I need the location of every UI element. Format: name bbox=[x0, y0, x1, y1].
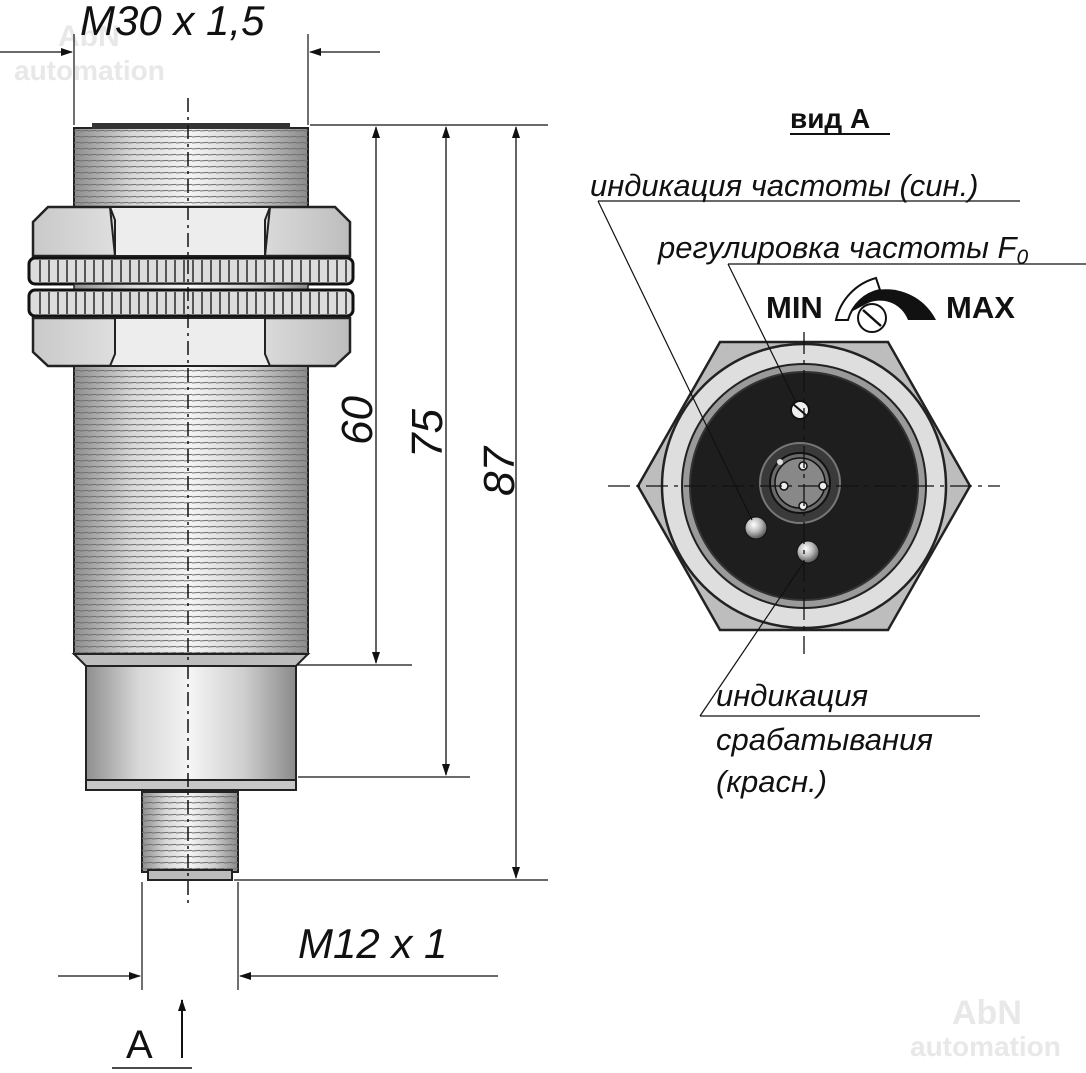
dim-60-text: 60 bbox=[333, 396, 382, 445]
pin bbox=[798, 501, 808, 511]
key-notch bbox=[777, 459, 783, 465]
watermark-bottom: AbN automation bbox=[910, 994, 1061, 1062]
label-freq-indication: индикация частоты (син.) bbox=[590, 168, 979, 203]
watermark-brand-bottom: AbN bbox=[952, 994, 1022, 1032]
dim-m12-text: M12 x 1 bbox=[298, 920, 447, 967]
min-max-symbol: MIN MAX bbox=[766, 276, 1015, 333]
dimension-m12: M12 x 1 bbox=[58, 882, 498, 990]
watermark-brand-top: AbN bbox=[58, 20, 120, 53]
dim-m30-text: M30 x 1,5 bbox=[80, 0, 265, 44]
pin bbox=[818, 481, 828, 491]
blue-led-icon bbox=[744, 516, 768, 540]
svg-text:регулировка частоты F0: регулировка частоты F0 bbox=[657, 230, 1028, 269]
label-freq-adjust-sub: 0 bbox=[1016, 246, 1028, 269]
dim-75-text: 75 bbox=[403, 409, 452, 458]
watermark-top: AbN automation bbox=[14, 20, 165, 86]
view-a-letter: A bbox=[126, 1023, 153, 1067]
dimension-75: 75 bbox=[403, 126, 452, 776]
dimension-extension-lines bbox=[234, 124, 548, 881]
watermark-word-bottom: automation bbox=[910, 1031, 1061, 1062]
min-label: MIN bbox=[766, 290, 823, 325]
label-trigger-line2: срабатывания bbox=[716, 722, 933, 757]
pin bbox=[798, 461, 808, 471]
sensor-side-view bbox=[27, 98, 355, 905]
max-label: MAX bbox=[946, 290, 1015, 325]
dim-87-text: 87 bbox=[475, 446, 524, 496]
callout-freq-adjust: регулировка частоты F0 bbox=[657, 230, 1086, 403]
view-a-title: вид А bbox=[790, 103, 870, 134]
dimension-87: 87 bbox=[475, 126, 524, 879]
label-trigger-line1: индикация bbox=[716, 678, 868, 713]
dimension-m30: M30 x 1,5 bbox=[0, 0, 380, 125]
red-led-icon bbox=[796, 540, 820, 564]
upper-nut bbox=[31, 205, 352, 258]
knurled-washers bbox=[27, 256, 355, 318]
view-a-marker: A bbox=[112, 999, 192, 1069]
label-freq-adjust: регулировка частоты F bbox=[657, 230, 1019, 265]
callout-trigger-indication: индикация срабатывания (красн.) bbox=[699, 561, 980, 799]
lower-nut bbox=[31, 316, 352, 368]
sensor-face bbox=[92, 123, 290, 129]
label-trigger-line3: (красн.) bbox=[716, 764, 827, 799]
dimension-60: 60 bbox=[333, 126, 382, 664]
rear-housing bbox=[85, 665, 297, 781]
callout-freq-indication: индикация частоты (син.) bbox=[590, 168, 1020, 521]
view-a: вид А MIN MAX bbox=[590, 103, 1086, 799]
watermark-word-top: automation bbox=[14, 55, 165, 86]
